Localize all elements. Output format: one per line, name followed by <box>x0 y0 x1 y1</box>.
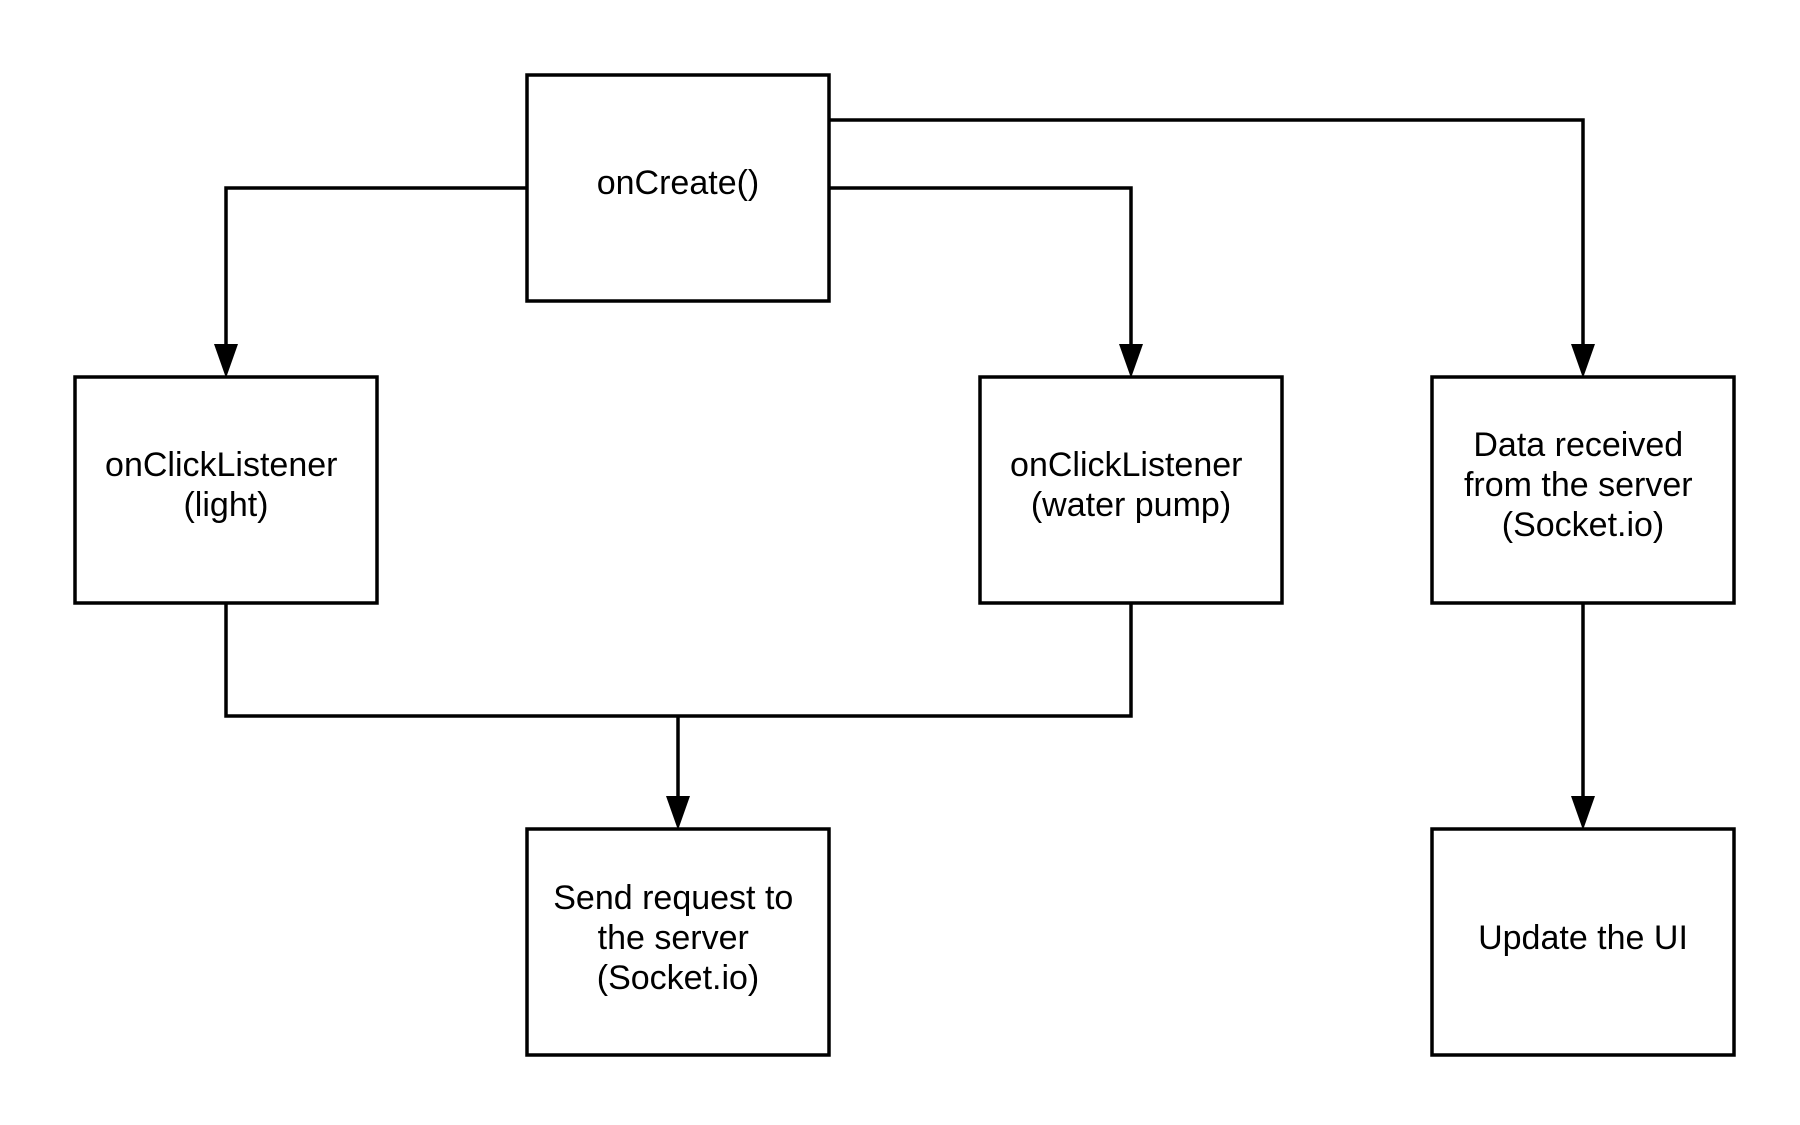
node-oncreate-label: onCreate() <box>597 164 760 202</box>
node-onclicklistener-light-box <box>73 375 379 605</box>
node-data-received-box <box>1430 375 1736 605</box>
node-oncreate-line-1: onCreate() <box>597 164 760 202</box>
node-pump-line-2: (water pump) <box>1031 486 1231 524</box>
node-send-line-3: (Socket.io) <box>597 959 760 997</box>
edge-oncreate-to-light <box>224 186 527 354</box>
node-update-ui-label: Update the UI <box>1478 919 1688 957</box>
node-oncreate-box <box>525 73 831 303</box>
node-onclicklistener-pump-label: onClickListener (water pump) <box>1010 446 1252 524</box>
node-update-line-1: Update the UI <box>1478 919 1688 957</box>
node-update-ui-box <box>1430 827 1736 1057</box>
node-update-ui: Update the UI <box>1430 827 1736 1057</box>
node-send-request-label: Send request to the server (Socket.io) <box>553 879 803 997</box>
node-onclicklistener-pump-box <box>978 375 1284 605</box>
node-onclicklistener-water-pump: onClickListener (water pump) <box>978 375 1284 605</box>
edge-oncreate-to-data <box>829 118 1585 354</box>
edge-oncreate-to-pump <box>829 186 1133 354</box>
node-onclicklistener-light-label: onClickListener (light) <box>105 446 347 524</box>
node-data-received: Data received from the server (Socket.io… <box>1430 375 1736 605</box>
connectors <box>214 118 1595 830</box>
arrowhead-light <box>214 344 238 378</box>
edge-pump-to-merge <box>678 602 1133 718</box>
arrowhead-pump <box>1119 344 1143 378</box>
node-send-line-2: the server <box>598 919 749 957</box>
node-light-line-1: onClickListener <box>105 446 337 484</box>
node-pump-line-1: onClickListener <box>1010 446 1242 484</box>
arrowhead-send <box>666 796 690 830</box>
node-data-line-1: Data received <box>1473 426 1683 464</box>
node-send-request: Send request to the server (Socket.io) <box>525 827 831 1057</box>
node-send-request-box <box>525 827 831 1057</box>
node-data-line-3: (Socket.io) <box>1502 506 1665 544</box>
arrowhead-data <box>1571 344 1595 378</box>
edge-light-to-merge <box>224 602 678 718</box>
node-oncreate: onCreate() <box>525 73 831 303</box>
arrowhead-update <box>1571 796 1595 830</box>
node-onclicklistener-light: onClickListener (light) <box>73 375 379 605</box>
node-light-line-2: (light) <box>183 486 268 524</box>
node-send-line-1: Send request to <box>553 879 793 917</box>
node-data-line-2: from the server <box>1464 466 1693 504</box>
node-data-received-label: Data received from the server (Socket.io… <box>1464 426 1702 544</box>
